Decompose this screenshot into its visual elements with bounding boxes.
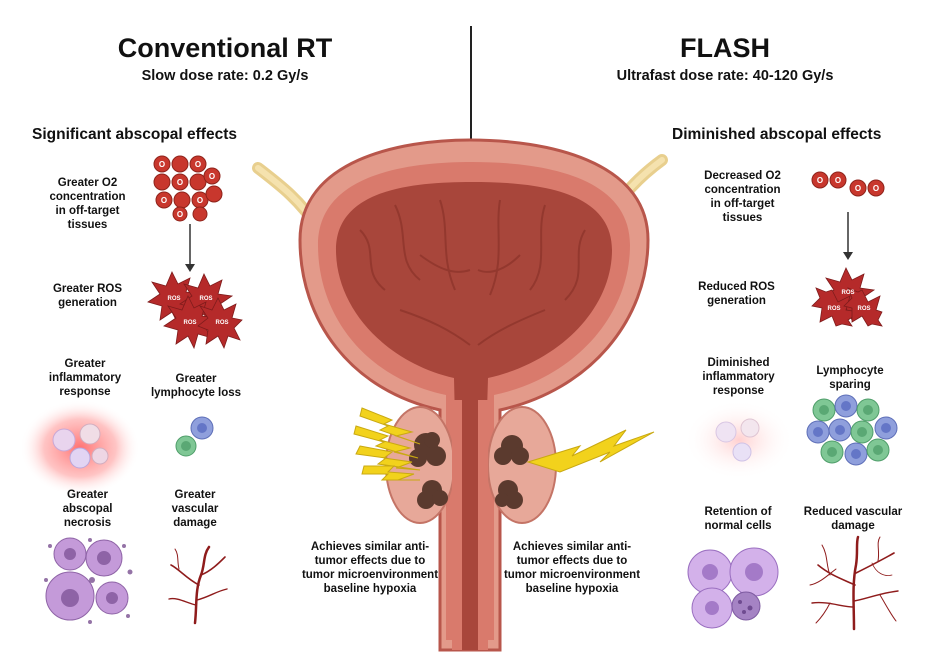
tumor-icon <box>409 432 529 509</box>
right-lymphocyte-label: Lymphocyte sparing <box>816 365 884 391</box>
right-inflammation-label: Diminished inflammatory response <box>702 357 775 397</box>
lightning-bolt-icon <box>353 407 421 481</box>
oxygen-glyph: O <box>817 176 823 185</box>
normal-cells-icon <box>687 547 779 629</box>
lymphocyte-icon <box>806 394 898 466</box>
left-subtitle: Slow dose rate: 0.2 Gy/s <box>141 68 309 84</box>
left-tumor-note: Achieves similar anti- tumor effects due… <box>301 541 439 595</box>
right-title: FLASH <box>680 33 770 63</box>
right-retention-label: Retention of normal cells <box>704 506 772 532</box>
oxygen-glyph: O <box>177 178 183 187</box>
oxygen-glyph: O <box>835 176 841 185</box>
right-ros-label: Reduced ROS generation <box>698 281 775 307</box>
right-tumor-note: Achieves similar anti- tumor effects due… <box>503 541 641 595</box>
left-heading: Significant abscopal effects <box>32 126 237 143</box>
right-vascular-label: Reduced vascular damage <box>803 506 903 532</box>
right-heading: Diminished abscopal effects <box>672 126 882 143</box>
ros-glyph: ROS <box>827 306 840 312</box>
oxygen-glyph: O <box>159 160 165 169</box>
left-ros-label: Greater ROS generation <box>52 283 123 309</box>
ros-glyph: ROS <box>183 320 196 326</box>
left-lymphocyte-label: Greater lymphocyte loss <box>150 373 242 399</box>
ros-burst-icon: ROS ROS ROS <box>811 267 883 327</box>
lymphocyte-icon <box>175 416 214 457</box>
oxygen-glyph: O <box>177 210 183 219</box>
left-title: Conventional RT <box>117 33 333 63</box>
lightning-bolt-icon <box>526 429 655 473</box>
ros-glyph: ROS <box>857 306 870 312</box>
left-o2-label: Greater O2 concentration in off-target t… <box>49 177 126 231</box>
bladder-prostate-illustration <box>252 138 668 652</box>
necrotic-cells-icon <box>44 537 133 624</box>
left-vascular-label: Greater vascular damage <box>171 489 219 529</box>
arrow-down-icon <box>185 224 195 272</box>
arrow-down-icon <box>843 212 853 260</box>
blood-vessel-icon <box>168 545 228 625</box>
ros-glyph: ROS <box>215 320 228 326</box>
ros-glyph: ROS <box>841 290 854 296</box>
oxygen-glyph: O <box>209 172 215 181</box>
ros-glyph: ROS <box>167 296 180 302</box>
oxygen-molecules-icon: O O O O O O O <box>153 155 223 222</box>
oxygen-glyph: O <box>197 196 203 205</box>
oxygen-glyph: O <box>195 160 201 169</box>
ros-burst-icon: ROS ROS ROS ROS <box>147 271 243 350</box>
oxygen-glyph: O <box>855 184 861 193</box>
oxygen-glyph: O <box>873 184 879 193</box>
ros-glyph: ROS <box>199 296 212 302</box>
inflammation-glow-icon <box>20 400 140 496</box>
oxygen-molecules-icon: O O O O <box>811 171 885 197</box>
oxygen-glyph: O <box>161 196 167 205</box>
left-inflammation-label: Greater inflammatory response <box>48 358 122 398</box>
blood-vessel-icon <box>809 535 899 631</box>
inflammation-glow-icon <box>684 400 794 480</box>
left-necrosis-label: Greater abscopal necrosis <box>62 489 113 529</box>
right-o2-label: Decreased O2 concentration in off-target… <box>704 170 781 224</box>
right-subtitle: Ultrafast dose rate: 40-120 Gy/s <box>616 68 834 84</box>
